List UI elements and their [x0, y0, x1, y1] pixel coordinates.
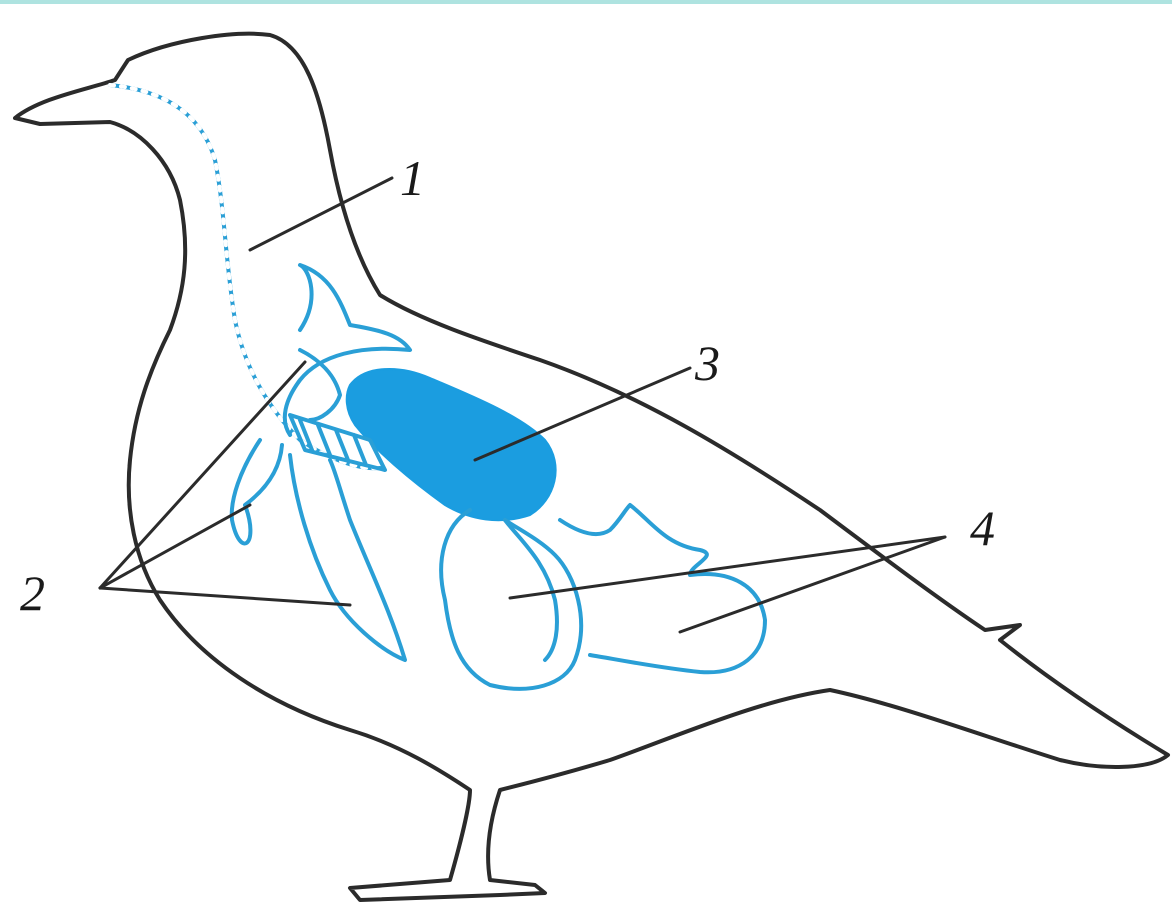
label-4: 4	[970, 500, 995, 556]
trachea	[110, 85, 380, 468]
posterior-air-sacs	[441, 505, 765, 689]
leader-line-4a	[510, 537, 945, 598]
bird-body-outline	[15, 34, 1168, 900]
leader-line-2b	[100, 505, 250, 588]
leader-line-2c	[100, 588, 350, 605]
leader-line-4b	[680, 537, 945, 632]
leader-line-1	[250, 178, 392, 250]
lung	[347, 369, 556, 520]
label-3: 3	[694, 335, 720, 391]
label-1: 1	[400, 150, 425, 206]
label-2: 2	[20, 565, 45, 621]
